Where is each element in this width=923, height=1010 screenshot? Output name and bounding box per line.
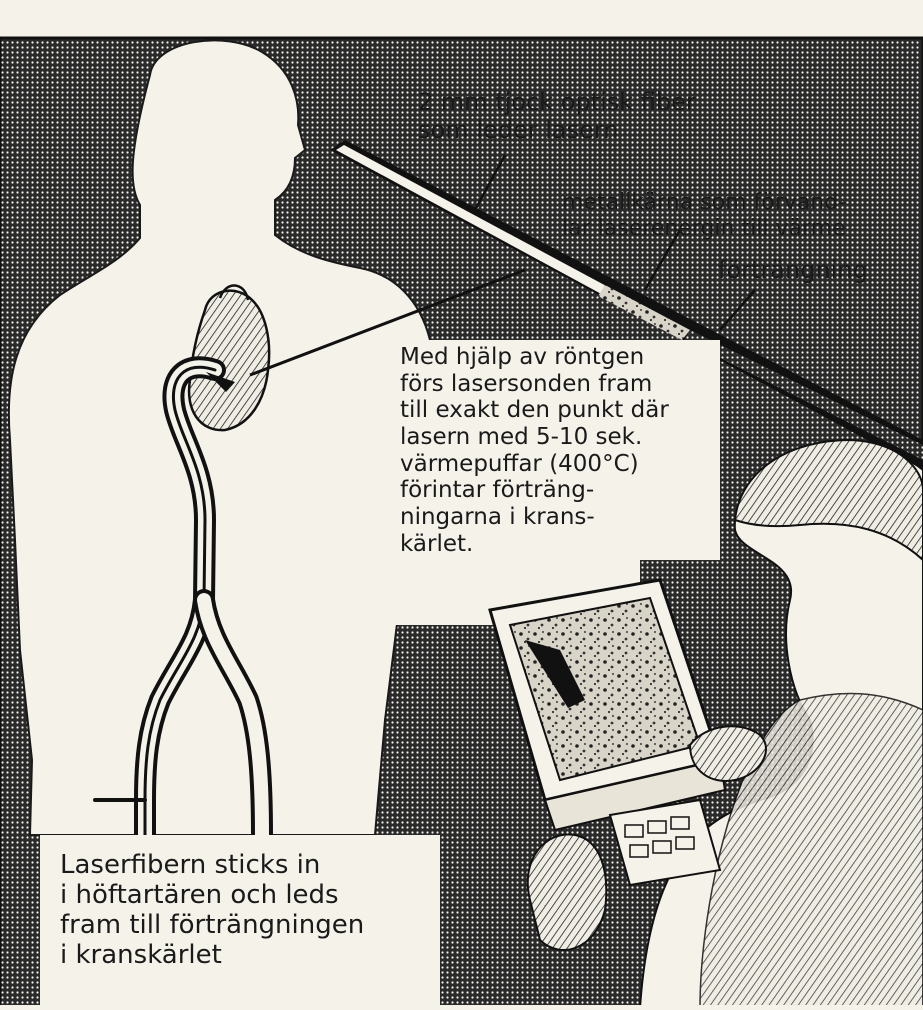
label-entry-point: Laserfibern sticks in i höftartären och …: [60, 850, 420, 971]
label-stenosis: förträngning: [718, 256, 918, 284]
label-metal-core: metallkärna som förvand- lar laserenergi…: [562, 190, 922, 242]
label-procedure: Med hjälp av röntgen förs lasersonden fr…: [400, 344, 720, 557]
keypad: [610, 800, 720, 885]
label-optical-fiber: 2 mm tjock optisk fiber som leder lasern: [418, 88, 708, 145]
left-hand: [528, 834, 606, 950]
